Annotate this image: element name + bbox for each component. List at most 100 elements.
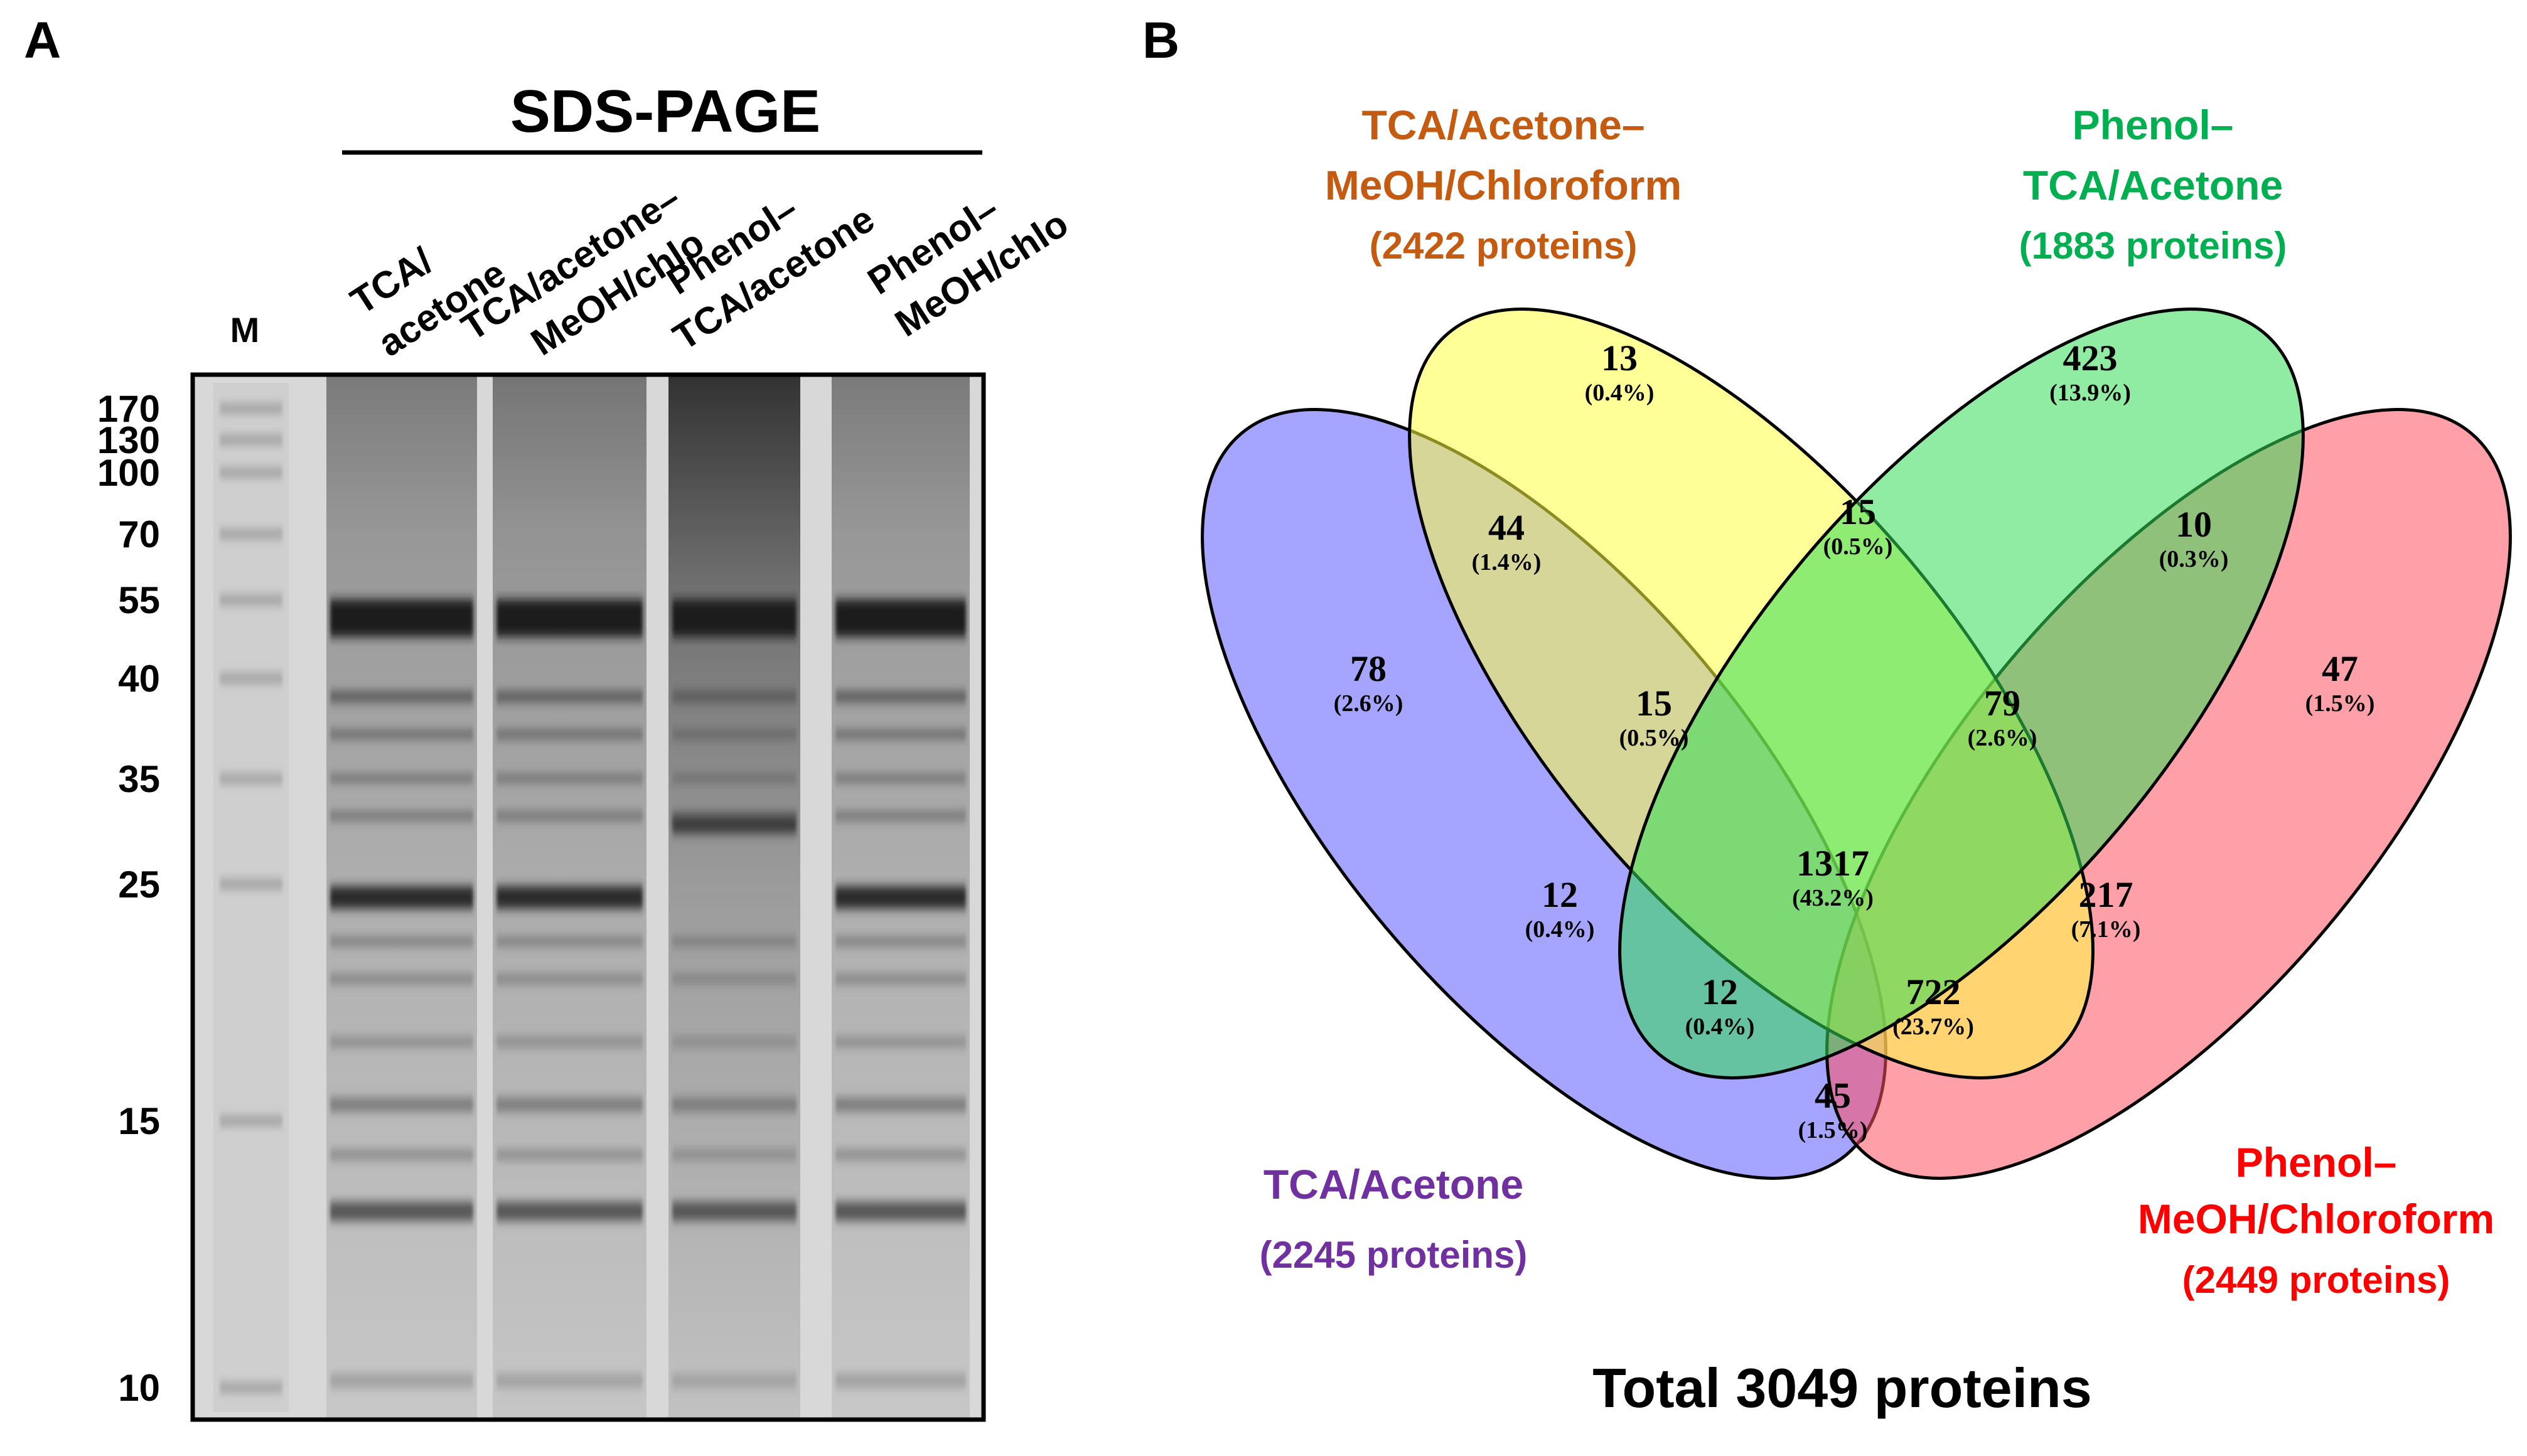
lane-3-band bbox=[672, 893, 797, 902]
lane-3-band bbox=[672, 774, 797, 782]
venn-region-tcam-pt: 15(0.5%) bbox=[1823, 491, 1893, 560]
venn-region-percent: (0.3%) bbox=[2159, 546, 2229, 572]
marker-band-40 bbox=[220, 674, 282, 683]
marker-label-55: 55 bbox=[118, 579, 160, 621]
lane-1-band bbox=[330, 730, 473, 739]
lane-1-band bbox=[330, 691, 473, 702]
venn-region-pt-only: 423(13.9%) bbox=[2049, 338, 2131, 406]
gel-frame bbox=[190, 372, 986, 1422]
lane-4-band bbox=[835, 730, 966, 739]
venn-region-count: 13 bbox=[1601, 338, 1638, 378]
marker-label-10: 10 bbox=[118, 1367, 160, 1409]
lane-3-band bbox=[672, 937, 797, 946]
gel-header-title: SDS-PAGE bbox=[510, 78, 820, 145]
venn-region-count: 423 bbox=[2063, 338, 2118, 378]
lane-1-band bbox=[330, 1150, 473, 1160]
panel-b-letter: B bbox=[1142, 12, 1179, 69]
venn-region-tcam-pm: 217(7.1%) bbox=[2071, 874, 2141, 943]
venn-region-percent: (0.4%) bbox=[1525, 916, 1595, 943]
marker-label-25: 25 bbox=[118, 864, 160, 906]
lane-2-band bbox=[496, 937, 643, 946]
venn-region-pt-pm: 10(0.3%) bbox=[2159, 504, 2229, 572]
gel-bands bbox=[220, 404, 966, 1392]
lane-2-band bbox=[496, 730, 643, 739]
marker-band-100 bbox=[220, 468, 282, 477]
lane-2-band bbox=[496, 1374, 643, 1388]
venn-label-pm-line2: MeOH/Chloroform bbox=[2138, 1196, 2494, 1242]
lane-label-4: Phenol– MeOH/chlo bbox=[861, 188, 1076, 345]
lane-2-band bbox=[496, 1202, 643, 1221]
marker-lane-label: M bbox=[230, 310, 260, 350]
lane-3-band bbox=[672, 975, 797, 983]
marker-band-55 bbox=[220, 596, 282, 604]
lane-2-band bbox=[496, 1098, 643, 1111]
lane-label-3: Phenol– TCA/acetone bbox=[660, 188, 882, 358]
lane-2-band bbox=[496, 1150, 643, 1160]
venn-region-percent: (23.7%) bbox=[1892, 1014, 1974, 1040]
venn-label-tcam-count: (2422 proteins) bbox=[1370, 225, 1638, 267]
marker-label-170: 170 bbox=[97, 388, 160, 430]
marker-band-130 bbox=[220, 436, 282, 444]
marker-label-100: 100 bbox=[97, 452, 160, 494]
venn-region-percent: (1.4%) bbox=[1472, 549, 1542, 575]
lane-4-band bbox=[835, 975, 966, 983]
lane-2-band bbox=[496, 774, 643, 782]
venn-label-tca-line1: TCA/Acetone bbox=[1264, 1161, 1523, 1207]
lane-2-band bbox=[496, 811, 643, 820]
lane-3-band bbox=[672, 691, 797, 702]
venn-region-percent: (2.6%) bbox=[1334, 690, 1403, 717]
venn-region-tca-pt-pm: 12(0.4%) bbox=[1685, 972, 1755, 1040]
gel-image bbox=[190, 372, 986, 1422]
venn-region-tcam-pt-pm: 79(2.6%) bbox=[1968, 683, 2037, 751]
lane-1-band bbox=[330, 886, 473, 909]
venn-region-tca-pm: 45(1.5%) bbox=[1798, 1075, 1868, 1143]
venn-label-tcam: TCA/Acetone– MeOH/Chloroform (2422 prote… bbox=[1325, 102, 1682, 267]
venn-region-count: 44 bbox=[1488, 507, 1525, 548]
lane-4-band bbox=[835, 1037, 966, 1047]
marker-label-70: 70 bbox=[118, 513, 160, 555]
marker-band-15 bbox=[220, 1116, 282, 1125]
lane-2-band bbox=[496, 599, 643, 637]
marker-label-15: 15 bbox=[118, 1100, 160, 1142]
lane-2-band bbox=[496, 886, 643, 909]
lane-3-band bbox=[672, 1098, 797, 1111]
venn-region-percent: (1.5%) bbox=[1798, 1117, 1868, 1143]
venn-region-percent: (0.4%) bbox=[1685, 1014, 1755, 1040]
lane-3-band bbox=[672, 1374, 797, 1388]
venn-total: Total 3049 proteins bbox=[1592, 1357, 2091, 1419]
venn-region-percent: (13.9%) bbox=[2049, 380, 2131, 406]
lane-3-band bbox=[672, 1150, 797, 1160]
venn-region-tca-only: 78(2.6%) bbox=[1334, 648, 1403, 717]
venn-region-count: 45 bbox=[1815, 1075, 1851, 1116]
venn-label-pt-line2: TCA/Acetone bbox=[2023, 162, 2283, 208]
venn-region-count: 79 bbox=[1984, 683, 2020, 724]
venn-sets bbox=[1201, 308, 2512, 1180]
venn-region-percent: (0.5%) bbox=[1619, 725, 1689, 751]
venn-region-tca-tcam-pm: 722(23.7%) bbox=[1892, 972, 1974, 1040]
lane-4-band bbox=[835, 599, 966, 637]
lane-2-band bbox=[496, 975, 643, 983]
lane-4-band bbox=[835, 886, 966, 909]
venn-region-count: 217 bbox=[2079, 874, 2133, 915]
venn-region-values: 13 (0.4%) 423(13.9%) 44(1.4%) 15(0.5%) 10(0.3… bbox=[1334, 338, 2375, 1143]
venn-region-count: 47 bbox=[2322, 648, 2358, 689]
venn-region-count: 722 bbox=[1906, 972, 1961, 1012]
venn-region-percent: (43.2%) bbox=[1792, 885, 1874, 911]
venn-region-count: 1317 bbox=[1796, 843, 1869, 884]
venn-region-percent: (2.6%) bbox=[1968, 725, 2037, 751]
marker-band-10 bbox=[220, 1383, 282, 1392]
lane-1-band bbox=[330, 937, 473, 946]
venn-set-phenol-tca bbox=[1618, 308, 2305, 1079]
lane-4-band bbox=[835, 691, 966, 702]
lane-1-band bbox=[330, 599, 473, 637]
lane-2-band bbox=[496, 1037, 643, 1047]
venn-label-tcam-line1: TCA/Acetone– bbox=[1361, 102, 1644, 148]
venn-region-count: 12 bbox=[1702, 972, 1738, 1012]
lane-4-band bbox=[835, 1098, 966, 1111]
lane-1-band bbox=[330, 975, 473, 983]
gel-marker-lane bbox=[213, 383, 289, 1412]
lane-4-band bbox=[835, 937, 966, 946]
venn-label-pt-line1: Phenol– bbox=[2073, 102, 2234, 148]
